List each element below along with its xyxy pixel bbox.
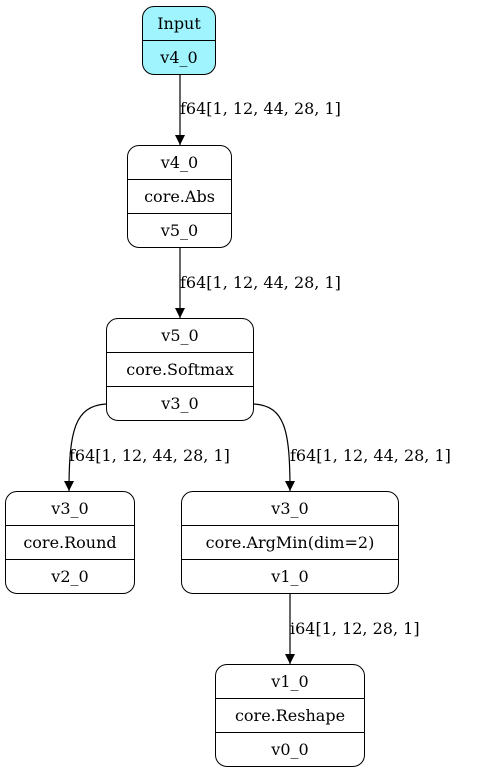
node-softmax-op: core.Softmax (107, 352, 253, 386)
node-reshape-in: v1_0 (271, 672, 309, 691)
node-round[interactable]: v3_0 core.Round v2_0 (5, 491, 135, 594)
edge-softmax-round (64, 403, 107, 492)
node-argmin-out: v1_0 (182, 559, 398, 593)
node-input-title: Input (157, 14, 201, 33)
node-round-in: v3_0 (51, 499, 89, 518)
node-abs-in: v4_0 (160, 153, 199, 172)
node-argmin-in: v3_0 (271, 499, 309, 518)
node-argmin[interactable]: v3_0 core.ArgMin(dim=2) v1_0 (181, 491, 399, 594)
node-abs-out: v5_0 (128, 213, 231, 247)
edge-softmax-argmin (253, 403, 295, 492)
node-input[interactable]: Input v4_0 (142, 6, 216, 75)
node-input-out: v4_0 (143, 40, 215, 74)
node-reshape-op: core.Reshape (216, 698, 364, 732)
edge-label-input-abs: f64[1, 12, 44, 28, 1] (180, 99, 341, 118)
node-softmax-out: v3_0 (107, 386, 253, 420)
node-round-out: v2_0 (6, 559, 134, 593)
node-abs-op: core.Abs (128, 179, 231, 213)
node-abs[interactable]: v4_0 core.Abs v5_0 (127, 145, 232, 248)
edge-label-argmin-reshape: i64[1, 12, 28, 1] (290, 619, 420, 638)
edge-label-softmax-round: f64[1, 12, 44, 28, 1] (69, 446, 230, 465)
node-reshape-out: v0_0 (216, 732, 364, 766)
node-argmin-op: core.ArgMin(dim=2) (182, 525, 398, 559)
node-round-op: core.Round (6, 525, 134, 559)
node-reshape[interactable]: v1_0 core.Reshape v0_0 (215, 664, 365, 767)
edge-label-abs-softmax: f64[1, 12, 44, 28, 1] (180, 273, 341, 292)
node-softmax-in: v5_0 (161, 326, 199, 345)
node-softmax[interactable]: v5_0 core.Softmax v3_0 (106, 318, 254, 421)
edge-label-softmax-argmin: f64[1, 12, 44, 28, 1] (290, 446, 451, 465)
